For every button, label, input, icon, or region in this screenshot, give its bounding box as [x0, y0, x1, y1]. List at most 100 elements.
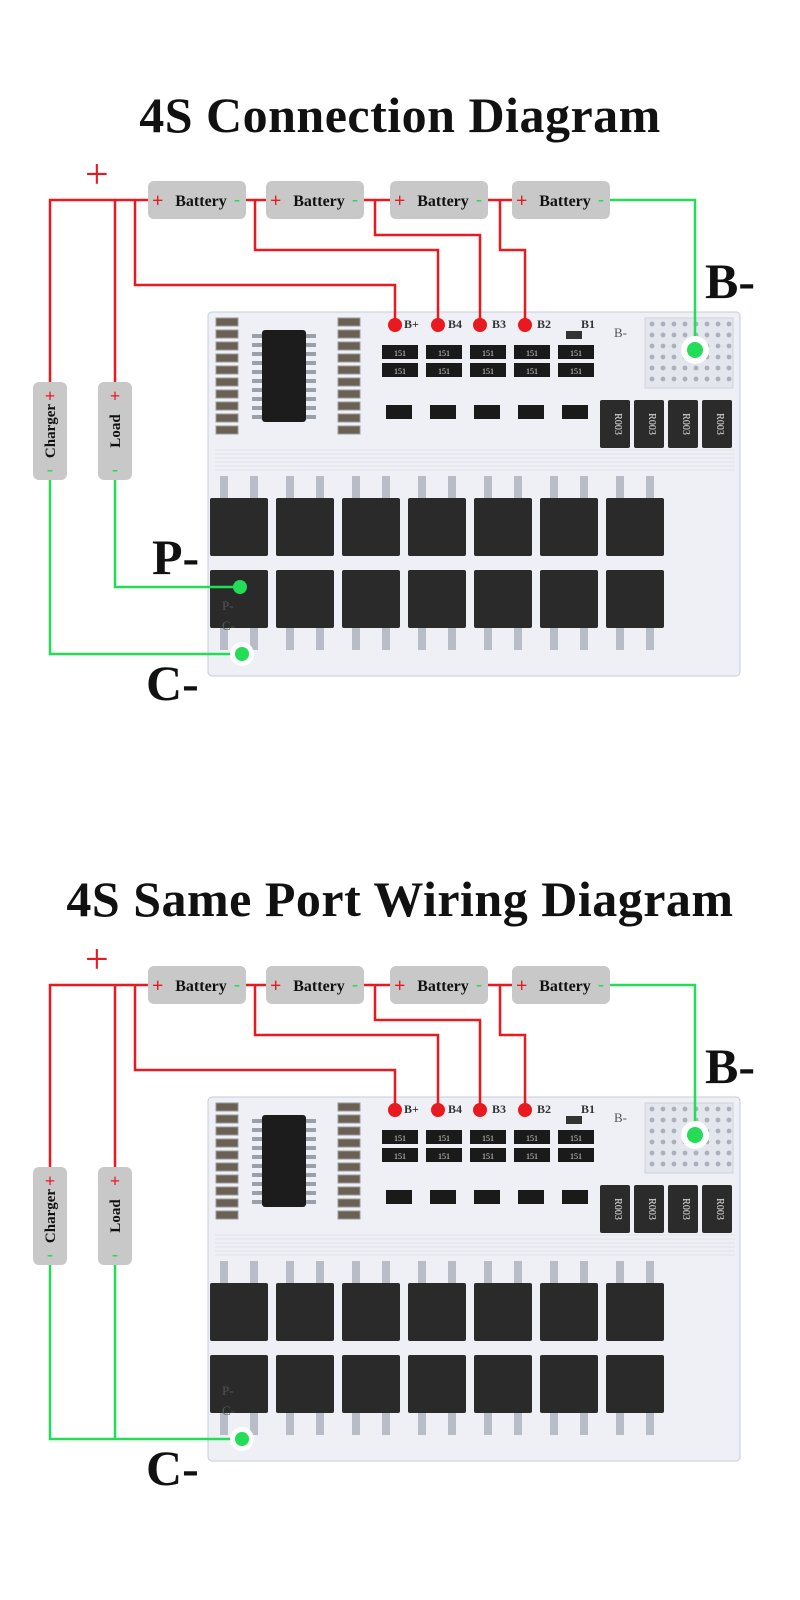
shunt-body — [634, 1185, 664, 1233]
b-minus-label: B- — [705, 253, 755, 309]
smd-resistor — [382, 1130, 418, 1144]
via — [660, 1161, 666, 1167]
resistor-code: 151 — [482, 1152, 494, 1161]
charger-box — [33, 1167, 67, 1265]
via — [715, 354, 721, 360]
b-minus-terminal-dot — [687, 1127, 703, 1143]
mosfet-lead — [448, 1413, 456, 1435]
mosfet-body — [276, 1355, 334, 1413]
via — [704, 365, 710, 371]
smd-capacitor — [337, 425, 361, 435]
battery-cell-4: +Battery- — [512, 966, 610, 1004]
battery-label: Battery — [293, 193, 345, 210]
ic-pin — [306, 1182, 316, 1186]
battery-positive-sign: + — [270, 190, 281, 212]
sense-pin-label: B3 — [492, 1102, 506, 1116]
mosfet — [408, 570, 466, 650]
sense-pin-label: B2 — [537, 1102, 551, 1116]
via — [682, 1117, 688, 1123]
ic-pin — [306, 1173, 316, 1177]
b-minus-wire — [610, 198, 697, 348]
mosfet — [474, 1355, 532, 1435]
mosfet-lead — [616, 628, 624, 650]
pcb-silk-p-minus: P- — [222, 1383, 234, 1398]
smd-capacitor — [215, 413, 239, 423]
via — [715, 1139, 721, 1145]
resistor-code: 151 — [438, 1134, 450, 1143]
battery-positive-sign: + — [152, 190, 163, 212]
mosfet — [210, 570, 268, 650]
c-minus-label: C- — [146, 655, 199, 711]
via — [649, 1106, 655, 1112]
smd-transistor — [562, 1190, 588, 1204]
mosfet-body — [342, 570, 400, 628]
ic-pin — [252, 1128, 262, 1132]
smd-capacitor — [337, 353, 361, 363]
ic-pin — [252, 352, 262, 356]
pcb-silk-c-minus: C- — [222, 618, 235, 633]
charger-negative-sign: - — [47, 1244, 53, 1264]
battery-positive-sign: + — [394, 975, 405, 997]
mosfet-lead — [550, 1261, 558, 1283]
via — [704, 1150, 710, 1156]
b-minus-terminal-dot — [687, 342, 703, 358]
via — [671, 1150, 677, 1156]
sense-pin-dot — [388, 1103, 402, 1117]
load-label: Load — [108, 414, 124, 448]
mosfet-body — [474, 1283, 532, 1341]
via — [715, 343, 721, 349]
via — [715, 1161, 721, 1167]
smd-capacitor — [215, 1198, 239, 1208]
mosfet-body — [540, 1283, 598, 1341]
mosfet — [276, 570, 334, 650]
battery-cell-3: +Battery- — [390, 966, 488, 1004]
smd-resistor — [426, 1148, 462, 1162]
battery-negative-sign: - — [234, 189, 240, 209]
shunt-code: R003 — [680, 1198, 691, 1220]
mosfet-body — [342, 498, 400, 556]
smd-transistor — [430, 1190, 456, 1204]
shunt-code: R003 — [612, 1198, 623, 1220]
mosfet-lead — [286, 476, 294, 498]
resistor-code: 151 — [482, 367, 494, 376]
via — [693, 376, 699, 382]
shunt-resistor: R003 — [634, 1185, 664, 1233]
shunt-code: R003 — [612, 413, 623, 435]
battery-cell-2: +Battery- — [266, 181, 364, 219]
mosfet — [276, 1261, 334, 1341]
mosfet-body — [606, 570, 664, 628]
mosfet-lead — [550, 1413, 558, 1435]
mosfet-body — [342, 1283, 400, 1341]
charger-box — [33, 382, 67, 480]
smd-capacitor — [215, 1138, 239, 1148]
smd-capacitor — [215, 365, 239, 375]
battery-label: Battery — [417, 193, 469, 210]
via — [715, 1150, 721, 1156]
shunt-code: R003 — [714, 413, 725, 435]
smd-capacitor — [215, 1186, 239, 1196]
smd-resistor — [514, 1130, 550, 1144]
sense-pin-label: B3 — [492, 317, 506, 331]
smd-capacitor — [215, 1150, 239, 1160]
charger-label: Charger — [43, 404, 59, 458]
load-box — [98, 1167, 132, 1265]
smd-capacitor — [337, 1198, 361, 1208]
shunt-code: R003 — [646, 1198, 657, 1220]
via — [671, 354, 677, 360]
smd-capacitor — [337, 341, 361, 351]
ic-pin — [306, 1128, 316, 1132]
battery-label: Battery — [539, 193, 591, 210]
battery-cell-1: + Battery- — [148, 181, 246, 219]
mosfet — [408, 476, 466, 556]
sense-pin-label: B2 — [537, 317, 551, 331]
battery-positive-sign: + — [152, 975, 163, 997]
mosfet-lead — [580, 628, 588, 650]
mosfet-body — [210, 1283, 268, 1341]
mosfet-lead — [646, 1413, 654, 1435]
mosfet-body — [408, 570, 466, 628]
shunt-resistor: R003 — [600, 400, 630, 448]
battery-label: Battery — [175, 193, 227, 210]
